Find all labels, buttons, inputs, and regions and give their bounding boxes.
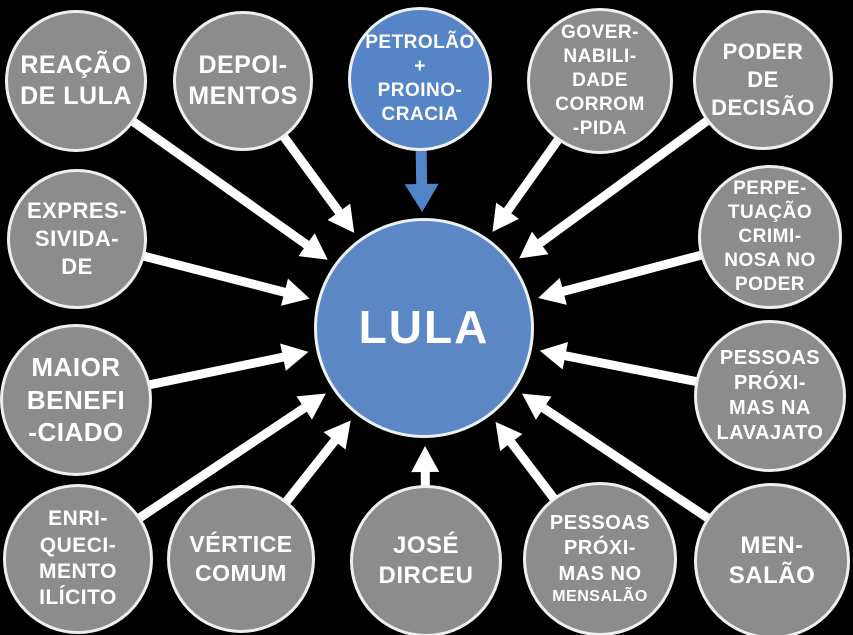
- node-pessoas-proximas-no-mensalao-line: MAS NO: [558, 562, 642, 585]
- node-petrolao-proinocracia-line: CRACIA: [381, 103, 459, 125]
- node-maior-beneficiado-line: -CIADO: [28, 417, 124, 448]
- arrow-shaft-pessoas-proximas-no-mensalao: [506, 438, 559, 503]
- node-enriquecimento-ilicito-line: MENTO: [39, 560, 117, 583]
- node-governabilidade-corrompida-line: -PIDA: [572, 117, 628, 139]
- node-pessoas-proximas-na-lavajato-line: MAS NA: [729, 397, 811, 419]
- arrowhead-depoimentos: [327, 203, 355, 233]
- arrow-shaft-depoimentos: [279, 133, 344, 217]
- center-node-lula: LULA: [314, 218, 534, 438]
- node-governabilidade-corrompida-line: GOVER-: [561, 22, 639, 44]
- node-maior-beneficiado-line: MAIOR: [31, 351, 121, 382]
- node-petrolao-proinocracia: PETROLÃO+PROINO-CRACIA: [348, 7, 492, 151]
- arrowhead-maior-beneficiado: [280, 343, 309, 371]
- node-reacao-de-lula-line: DE LULA: [20, 82, 132, 110]
- node-pessoas-proximas-no-mensalao-line: MENSALÃO: [552, 587, 648, 605]
- node-mensalao-line: SALÃO: [728, 562, 816, 589]
- node-mensalao-line: MEN-: [740, 531, 804, 559]
- node-jose-dirceu: JOSÉ DIRCEU: [350, 485, 502, 635]
- node-pessoas-proximas-na-lavajato-line: PESSOAS: [719, 346, 821, 369]
- arrowhead-enriquecimento-ilicito: [296, 393, 326, 420]
- node-governabilidade-corrompida-line: NABILI-: [563, 46, 637, 68]
- arrowhead-vertice-comum: [323, 420, 351, 450]
- arrow-shaft-maior-beneficiado: [147, 352, 286, 390]
- node-depoimentos-line: DEPOI-: [198, 50, 288, 79]
- node-perpetuacao-criminosa-no-poder-line: TUAÇÃO: [727, 202, 813, 224]
- arrowhead-petrolao-proinocracia: [404, 183, 439, 213]
- node-pessoas-proximas-na-lavajato-line: PRÓXI-: [734, 371, 806, 394]
- node-enriquecimento-ilicito-line: ILÍCITO: [39, 586, 117, 610]
- node-vertice-comum-line: VÉRTICE: [189, 531, 293, 558]
- arrow-shaft-pessoas-proximas-na-lavajato: [562, 350, 699, 387]
- node-poder-de-decisao-line: PODER: [722, 39, 804, 65]
- arrow-shaft-perpetuacao-criminosa-no-poder: [560, 250, 704, 297]
- node-depoimentos: DEPOI- MENTOS: [173, 11, 313, 151]
- node-pessoas-proximas-na-lavajato-line: LAVAJATO: [716, 422, 824, 445]
- node-maior-beneficiado-line: BENEFI: [26, 384, 126, 415]
- arrowhead-pessoas-proximas-no-mensalao: [495, 421, 523, 452]
- node-jose-dirceu-line: JOSÉ: [392, 531, 460, 559]
- arrowhead-reacao-de-lula: [298, 233, 328, 260]
- node-poder-de-decisao-line: DE: [747, 67, 779, 93]
- arrow-shaft-vertice-comum: [282, 436, 340, 506]
- node-perpetuacao-criminosa-no-poder-line: CRIMI-: [738, 226, 802, 248]
- node-governabilidade-corrompida-line: CORROM: [555, 93, 645, 115]
- arrowhead-mensalao: [522, 393, 552, 420]
- arrowhead-expressividade: [281, 278, 310, 306]
- node-depoimentos-line: MENTOS: [188, 82, 298, 110]
- node-expressividade-line: SIVIDA-: [34, 226, 120, 252]
- arrow-shaft-petrolao-proinocracia: [415, 148, 428, 187]
- node-petrolao-proinocracia-line: PROINO-: [377, 80, 463, 101]
- arrowhead-poder-de-decisao: [519, 231, 549, 259]
- node-poder-de-decisao-line: DECISÃO: [711, 94, 815, 120]
- node-enriquecimento-ilicito: ENRI-QUECI- MENTO ILÍCITO: [3, 484, 153, 634]
- node-enriquecimento-ilicito-line: QUECI-: [39, 533, 117, 557]
- node-jose-dirceu-line: DIRCEU: [378, 562, 474, 589]
- center-node-label: LULA: [358, 301, 490, 354]
- node-petrolao-proinocracia-line: PETROLÃO: [365, 32, 475, 54]
- node-mensalao: MEN- SALÃO: [694, 483, 850, 635]
- node-expressividade-line: DE: [61, 253, 93, 279]
- node-pessoas-proximas-no-mensalao-line: PRÓXI-: [564, 537, 636, 560]
- arrowhead-governabilidade-corrompida: [492, 202, 519, 232]
- arrowhead-jose-dirceu: [411, 445, 440, 473]
- arrowhead-pessoas-proximas-na-lavajato: [539, 342, 568, 370]
- node-perpetuacao-criminosa-no-poder-line: NOSA NO: [724, 249, 816, 271]
- node-vertice-comum-line: COMUM: [195, 560, 287, 586]
- node-expressividade: EXPRES-SIVIDA-DE: [7, 169, 147, 309]
- node-reacao-de-lula-line: REAÇÃO: [20, 50, 132, 79]
- node-enriquecimento-ilicito-line: ENRI-: [48, 507, 108, 531]
- node-reacao-de-lula: REAÇÃO DE LULA: [5, 10, 147, 152]
- node-expressividade-line: EXPRES-: [26, 198, 128, 224]
- node-perpetuacao-criminosa-no-poder-line: PERPE-: [733, 178, 807, 200]
- node-perpetuacao-criminosa-no-poder-line: PODER: [734, 273, 806, 295]
- node-pessoas-proximas-no-mensalao-line: PESSOAS: [549, 512, 651, 535]
- node-petrolao-proinocracia-line: +: [414, 56, 426, 78]
- arrowhead-perpetuacao-criminosa-no-poder: [538, 277, 567, 305]
- arrow-shaft-governabilidade-corrompida: [502, 136, 563, 215]
- node-governabilidade-corrompida-line: DADE: [572, 70, 628, 92]
- arrow-shaft-expressividade: [141, 251, 288, 298]
